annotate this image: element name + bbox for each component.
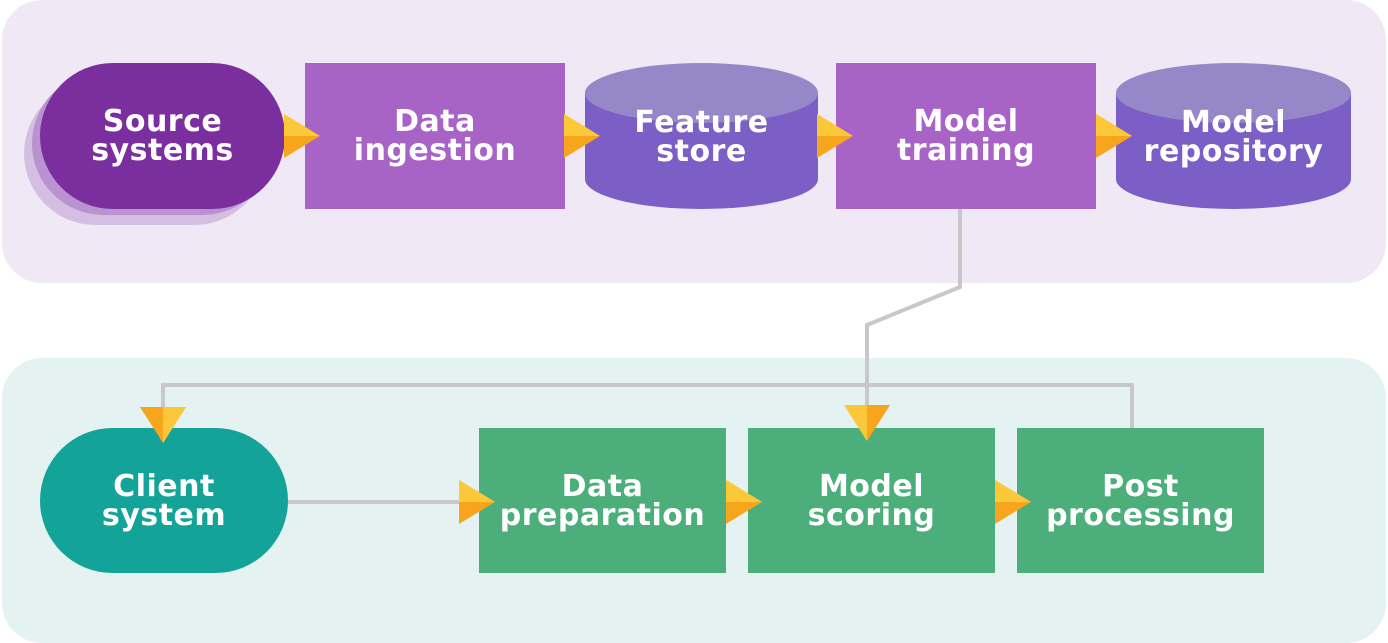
model-training-node: Model training — [836, 63, 1096, 209]
model-training-label: Model training — [896, 104, 1036, 168]
arrow-right-icon — [726, 480, 762, 524]
model-repository-node: Model repository — [1116, 63, 1351, 209]
client-system-label: Client system — [101, 468, 227, 533]
data-ingestion-label: Data ingestion — [353, 104, 517, 168]
client-system-node: Client system — [40, 428, 288, 573]
feature-store-node: Feature store — [585, 63, 818, 209]
arrow-right-icon — [1096, 114, 1132, 158]
post-to-client-line — [161, 383, 1134, 428]
database-cylinder-icon — [1116, 63, 1351, 209]
arrow-right-icon — [459, 480, 495, 524]
feature-store-label: Feature store — [634, 105, 769, 169]
post-processing-label: Post processing — [1046, 468, 1235, 533]
arrow-right-icon — [817, 114, 853, 158]
arrow-right-icon — [995, 480, 1031, 524]
model-repository-label: Model repository — [1143, 105, 1324, 169]
arrow-down-icon — [844, 405, 890, 441]
arrow-down-icon — [140, 407, 186, 443]
data-preparation-label: Data preparation — [499, 468, 706, 533]
source-systems-label: Source systems — [91, 104, 234, 168]
model-scoring-label: Model scoring — [807, 468, 936, 533]
post-processing-node: Post processing — [1017, 428, 1264, 573]
data-preparation-node: Data preparation — [479, 428, 726, 573]
training-to-scoring-line — [865, 209, 962, 410]
arrow-right-icon — [564, 114, 600, 158]
data-ingestion-node: Data ingestion — [305, 63, 565, 209]
database-cylinder-icon — [585, 63, 818, 209]
arrow-right-icon — [284, 114, 320, 158]
model-scoring-node: Model scoring — [748, 428, 995, 573]
source-systems-node: Source systems — [40, 63, 285, 209]
